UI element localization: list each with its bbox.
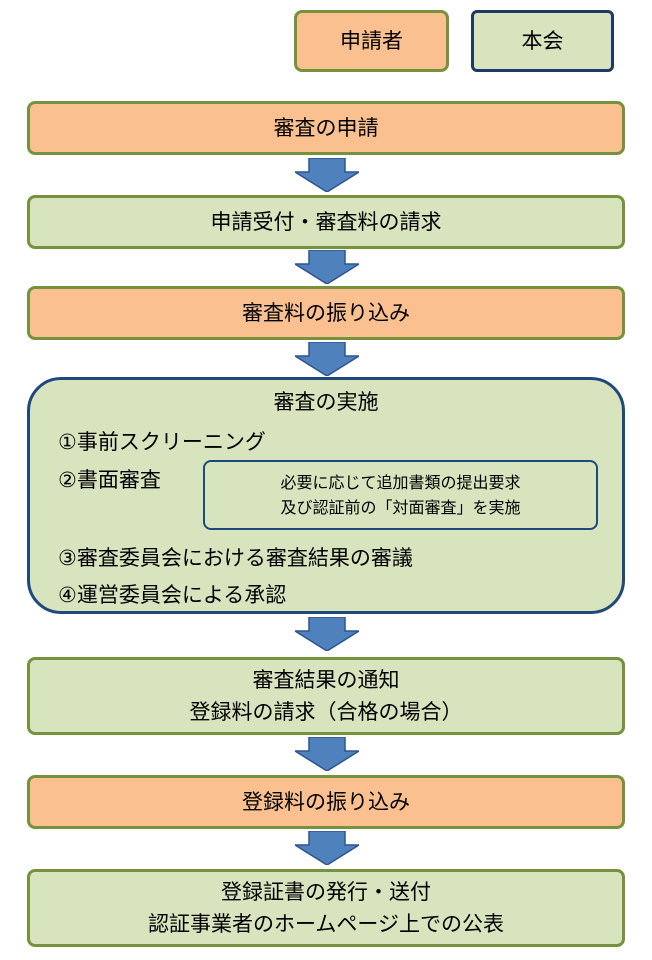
legend-society: 本会 <box>471 10 614 72</box>
review-note: 必要に応じて追加書類の提出要求 及び認証前の「対面審査」を実施 <box>203 460 598 530</box>
review-item-approval: ④運営委員会による承認 <box>58 583 287 607</box>
review-item-screening: ①事前スクリーニング <box>58 430 266 454</box>
review-item-document: ②書面審査 <box>58 468 161 492</box>
step-result-notice-line2: 登録料の請求（合格の場合） <box>189 700 463 724</box>
legend-applicant-label: 申請者 <box>340 29 403 53</box>
down-arrow-icon <box>295 158 359 192</box>
legend-applicant: 申請者 <box>294 10 449 72</box>
step-review: 審査の実施 ①事前スクリーニング ②書面審査 必要に応じて追加書類の提出要求 及… <box>27 377 625 614</box>
step-application-label: 審査の申請 <box>273 116 379 140</box>
down-arrow-icon <box>295 831 359 865</box>
step-fee-payment: 審査料の振り込み <box>27 286 625 340</box>
step-receipt: 申請受付・審査料の請求 <box>27 195 625 249</box>
step-certificate-issue-line2: 認証事業者のホームページ上での公表 <box>148 912 504 936</box>
down-arrow-icon <box>295 250 359 284</box>
step-application: 審査の申請 <box>27 101 625 155</box>
step-review-title: 審査の実施 <box>273 390 379 414</box>
down-arrow-icon <box>295 617 359 651</box>
review-note-line2: 及び認証前の「対面審査」を実施 <box>280 498 521 517</box>
step-result-notice-line1: 審査結果の通知 <box>252 668 400 692</box>
review-note-line1: 必要に応じて追加書類の提出要求 <box>280 473 521 492</box>
down-arrow-icon <box>295 737 359 771</box>
step-receipt-label: 申請受付・審査料の請求 <box>210 210 442 234</box>
step-result-notice: 審査結果の通知 登録料の請求（合格の場合） <box>27 657 625 735</box>
step-certificate-issue: 登録証書の発行・送付 認証事業者のホームページ上での公表 <box>27 869 625 947</box>
step-fee-payment-label: 審査料の振り込み <box>242 301 410 325</box>
step-registration-payment-label: 登録料の振り込み <box>242 790 410 814</box>
step-certificate-issue-line1: 登録証書の発行・送付 <box>221 880 431 904</box>
review-item-committee: ③審査委員会における審査結果の審議 <box>58 546 413 570</box>
down-arrow-icon <box>295 342 359 376</box>
legend-society-label: 本会 <box>521 29 564 53</box>
step-registration-payment: 登録料の振り込み <box>27 775 625 829</box>
